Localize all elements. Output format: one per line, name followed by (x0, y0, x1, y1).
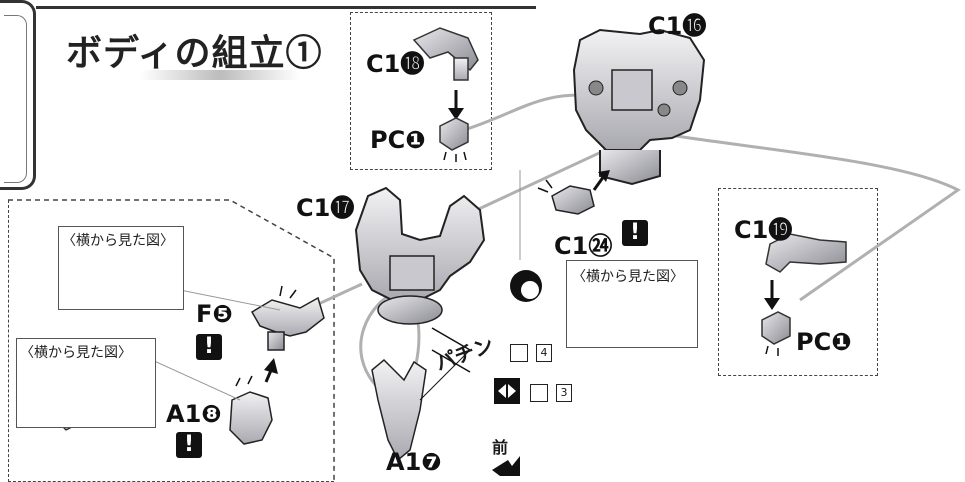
front-label: 前 (492, 438, 509, 457)
part-a1-8 (229, 375, 273, 445)
warning-icon-f5: ! (196, 334, 222, 360)
label-a1-8: A1❽ (166, 400, 222, 428)
callout-side-view-a1-8 (16, 338, 156, 428)
side-view-label-f5: 〈横から見た図〉 (62, 233, 174, 249)
label-pc1-right: PC❶ (796, 328, 852, 356)
label-c1-17: C1⓱ (296, 194, 355, 222)
part-c1-19 (765, 233, 847, 273)
side-view-label-a1-8: 〈横から見た図〉 (20, 345, 132, 361)
left-box-outline (8, 199, 335, 482)
number-4: 4 (536, 344, 552, 362)
part-c1-24 (537, 179, 595, 215)
part-pc1-right (761, 311, 791, 356)
part-c1-17 (354, 186, 486, 325)
label-f5: F❺ (196, 300, 233, 328)
part-f5 (250, 285, 325, 351)
dashed-box-c1-19 (718, 188, 878, 376)
callout-side-view-f5 (58, 226, 184, 310)
label-a1-7: A1❼ (386, 448, 442, 476)
part-c1-16 (572, 28, 706, 186)
part-pc1-top (439, 117, 469, 162)
cut-icon-3 (530, 384, 548, 402)
label-pc1-top: PC❶ (370, 126, 426, 154)
dashed-box-c1-18 (350, 12, 492, 170)
cut-icon-4 (510, 344, 528, 362)
number-3: 3 (556, 384, 572, 402)
title-frame-inner (4, 15, 27, 183)
header-rule (36, 6, 536, 9)
warning-icon-a1-8: ! (176, 432, 202, 458)
page-title: ボディの組立① (66, 32, 323, 74)
side-view-label-c1-24: 〈横から見た図〉 (572, 269, 684, 285)
warning-icon-c1-24: ! (622, 220, 648, 246)
title-underline (140, 70, 300, 80)
title-frame (0, 0, 36, 190)
part-c1-18 (412, 27, 479, 81)
label-c1-16: C1⓰ (648, 12, 707, 40)
front-arrow-icon (492, 456, 520, 476)
snap-icon (494, 378, 520, 404)
label-c1-19: C1⓳ (734, 216, 793, 244)
label-c1-24: C1㉔ (554, 232, 613, 260)
part-a1-7 (371, 358, 427, 462)
callout-side-view-c1-24 (566, 260, 698, 348)
label-c1-18: C1⓲ (366, 50, 425, 78)
guide-line-pc1-right (649, 130, 961, 302)
